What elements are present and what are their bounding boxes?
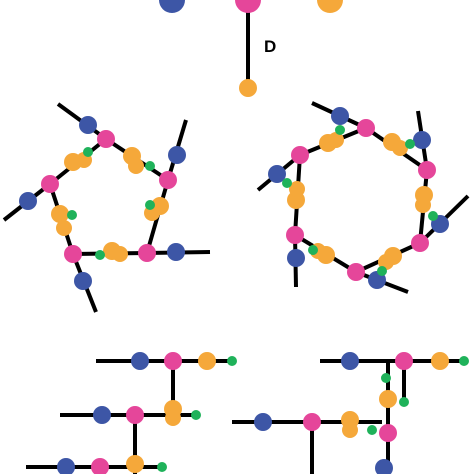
pink-bead [303, 413, 321, 431]
orange-bead [392, 140, 408, 156]
green-bead [157, 462, 167, 472]
green-bead [381, 373, 391, 383]
orange-bead [342, 422, 358, 438]
pentagon-ring [2, 102, 211, 313]
orange-bead [415, 197, 431, 213]
orange-bead [328, 132, 344, 148]
green-bead [145, 161, 155, 171]
green-bead [95, 250, 105, 260]
blue-bead [93, 406, 111, 424]
blue-bead [19, 192, 37, 210]
blue-bead [167, 243, 185, 261]
green-bead [428, 211, 438, 221]
orange-bead [126, 455, 144, 473]
green-bead [399, 397, 409, 407]
pink-bead [379, 424, 397, 442]
green-bead [67, 210, 77, 220]
top-monomer: D [159, 0, 343, 97]
pink-bead [411, 234, 429, 252]
pink-bead [64, 245, 82, 263]
green-bead [191, 410, 201, 420]
branched-chain-left [26, 352, 237, 474]
blue-bead [268, 165, 286, 183]
branched-chain-right [232, 352, 469, 474]
diagram-label-d: D [264, 37, 276, 56]
blue-bead [79, 116, 97, 134]
orange-bead [379, 390, 397, 408]
blue-bead [57, 458, 75, 474]
green-bead [83, 147, 93, 157]
blue-bead [254, 413, 272, 431]
orange-bead [165, 410, 181, 426]
orange-bead [289, 181, 305, 197]
orange-bead [112, 246, 128, 262]
pink-bead [357, 119, 375, 137]
green-bead [145, 200, 155, 210]
blue-bead [131, 352, 149, 370]
blue-bead [168, 146, 186, 164]
pink-bead [286, 226, 304, 244]
blue-bead [375, 459, 393, 474]
blue-bead [413, 131, 431, 149]
green-bead [405, 139, 415, 149]
pink-bead [41, 175, 59, 193]
orange-bead [198, 352, 216, 370]
blue-bead [74, 272, 92, 290]
orange-bead [431, 352, 449, 370]
green-bead [308, 245, 318, 255]
orange-bead [56, 220, 72, 236]
pink-bead [347, 263, 365, 281]
orange-bead [317, 0, 343, 13]
orange-bead [51, 205, 69, 223]
blue-bead [159, 0, 185, 13]
pink-bead [418, 161, 436, 179]
hexagon-ring [256, 101, 470, 294]
pink-bead [395, 352, 413, 370]
green-bead [227, 356, 237, 366]
green-bead [377, 266, 387, 276]
green-bead [367, 425, 377, 435]
pink-bead [164, 352, 182, 370]
orange-bead [239, 79, 257, 97]
blue-bead [331, 107, 349, 125]
green-bead [282, 178, 292, 188]
pink-bead [291, 146, 309, 164]
orange-bead [128, 158, 144, 174]
green-bead [459, 356, 469, 366]
pink-bead [138, 244, 156, 262]
blue-bead [341, 352, 359, 370]
pink-bead [159, 171, 177, 189]
pink-bead [235, 0, 261, 13]
green-bead [335, 125, 345, 135]
pink-bead [91, 458, 109, 474]
blue-bead [287, 249, 305, 267]
pink-bead [97, 130, 115, 148]
pink-bead [126, 406, 144, 424]
